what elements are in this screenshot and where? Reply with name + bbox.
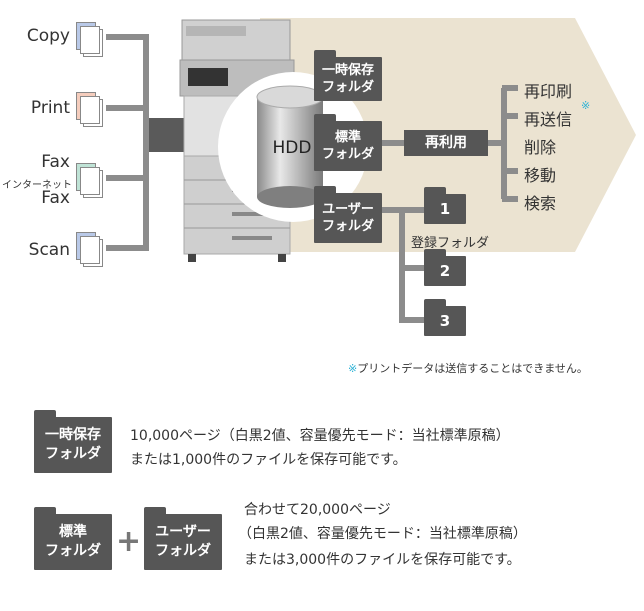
action-delete: 削除	[524, 138, 557, 157]
resend-note-mark: ※	[581, 99, 591, 112]
legend-plus: +	[116, 524, 142, 559]
source-scan-label: Scan	[28, 240, 70, 260]
user-folder-1: 1	[424, 187, 466, 224]
print-document-icon	[76, 92, 103, 127]
legend-standard-folder: 標準 フォルダ	[34, 507, 112, 570]
hdd-label: HDD	[272, 138, 312, 158]
standard-folder: 標準 フォルダ	[314, 114, 382, 171]
action-move: 移動	[524, 166, 557, 185]
footnote-mark: ※	[348, 362, 358, 375]
legend-user-folder: ユーザー フォルダ	[144, 507, 222, 570]
legend-combo-desc-line2: （白黒2値、容量優先モード：当社標準原稿）	[238, 526, 527, 542]
legend-temp-folder: 一時保存 フォルダ	[34, 410, 112, 473]
reuse-box: 再利用	[404, 130, 488, 156]
legend-temp-desc-line1: 10,000ページ（白黒2値、容量優先モード：当社標準原稿）	[130, 428, 510, 444]
source-internet-label: インターネット	[2, 180, 72, 191]
legend-combo-desc-line1: 合わせて20,000ページ	[244, 502, 391, 518]
source-print-label: Print	[30, 98, 70, 118]
source-fax-label: Fax	[41, 152, 70, 172]
legend-combo-desc-line3: または3,000件のファイルを保存可能です。	[244, 552, 521, 568]
user-folder: ユーザー フォルダ	[314, 186, 382, 243]
footnote-text: プリントデータは送信することはできません。	[357, 362, 588, 375]
scan-document-icon	[76, 232, 103, 267]
copy-document-icon	[76, 22, 103, 57]
user-folder-2: 2	[424, 249, 466, 286]
legend-temp-desc-line2: または1,000件のファイルを保存可能です。	[130, 452, 407, 468]
fax-document-icon	[76, 163, 103, 198]
footnote: ※プリントデータは送信することはできません。	[348, 360, 588, 376]
user-folder-3: 3	[424, 299, 466, 336]
action-resend: 再送信	[524, 110, 573, 129]
temp-folder: 一時保存 フォルダ	[314, 50, 382, 101]
action-reprint: 再印刷	[524, 82, 573, 101]
source-copy-label: Copy	[26, 26, 70, 46]
hdd-cylinder-icon	[256, 85, 324, 208]
action-search: 検索	[524, 194, 557, 213]
registered-folder-label: 登録フォルダ	[411, 236, 490, 251]
source-internet-fax-label: Fax	[41, 188, 70, 208]
